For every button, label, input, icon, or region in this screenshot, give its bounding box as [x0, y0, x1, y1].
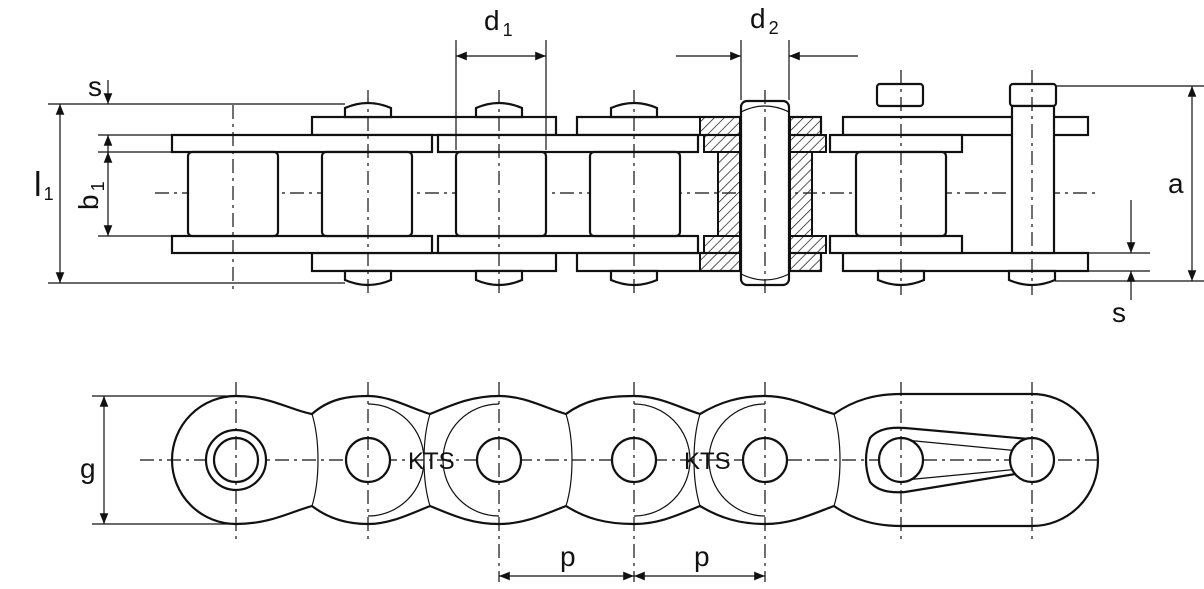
label-a: a — [1168, 168, 1184, 199]
brand-marking: KTS — [408, 448, 455, 475]
pin-nut — [1008, 82, 1058, 108]
inner-plate-top — [828, 133, 964, 154]
section-plate-inner — [789, 134, 827, 153]
section-bush — [717, 151, 741, 237]
pin-nut — [875, 82, 925, 108]
section-plate — [699, 116, 741, 136]
pin-shaft-visible — [1010, 104, 1056, 255]
spring-clip-inner — [904, 439, 1031, 481]
plate-edge — [833, 413, 841, 507]
brand-marking: KTS — [684, 448, 731, 475]
section-plate-inner — [789, 235, 827, 254]
label-s-bottom: s — [1112, 297, 1126, 328]
dimension-s-bottom: s — [1088, 200, 1150, 328]
outer-plate-bottom — [310, 251, 558, 273]
section-plate — [699, 252, 741, 272]
pin-head — [474, 269, 524, 287]
roller — [454, 150, 548, 238]
chain-side-view: KTS KTS g p p — [80, 382, 1100, 582]
outer-plate-top — [310, 115, 558, 137]
pin-head — [609, 269, 659, 287]
label-s-top: s — [88, 71, 102, 102]
sectioned-link — [699, 99, 827, 287]
inner-plate-top — [436, 133, 700, 154]
section-plate-inner — [703, 235, 741, 254]
section-plate — [789, 252, 822, 272]
inner-plates — [170, 133, 964, 255]
dimension-p: p p — [499, 541, 765, 581]
label-p: p — [694, 541, 710, 572]
pin-center-lines — [232, 70, 1033, 295]
inner-plate-bottom — [828, 234, 964, 255]
side-pin-center-lines — [235, 382, 1033, 582]
roller — [320, 150, 414, 238]
section-bush — [789, 151, 813, 237]
pin-head — [343, 269, 393, 287]
label-g: g — [80, 453, 96, 484]
dimension-b1: b1 — [73, 151, 188, 237]
outer-plate-bottom — [841, 251, 1090, 273]
section-plate-inner — [703, 134, 741, 153]
roller — [588, 150, 682, 238]
rollers — [186, 150, 948, 238]
inner-plate-top — [170, 133, 434, 154]
dimension-a: a — [1055, 85, 1204, 282]
pin-end-arc — [740, 105, 790, 113]
dimension-g: g — [80, 395, 236, 525]
section-plate — [789, 116, 822, 136]
plate-edge — [311, 413, 319, 507]
label-p: p — [560, 541, 576, 572]
inner-plate-bottom — [436, 234, 700, 255]
chain-top-view: d1 d2 s b1 l1 — [34, 3, 1204, 328]
label-b1: b1 — [73, 181, 108, 210]
dimension-s-top: s — [48, 71, 345, 160]
inner-plate-bottom — [170, 234, 434, 255]
